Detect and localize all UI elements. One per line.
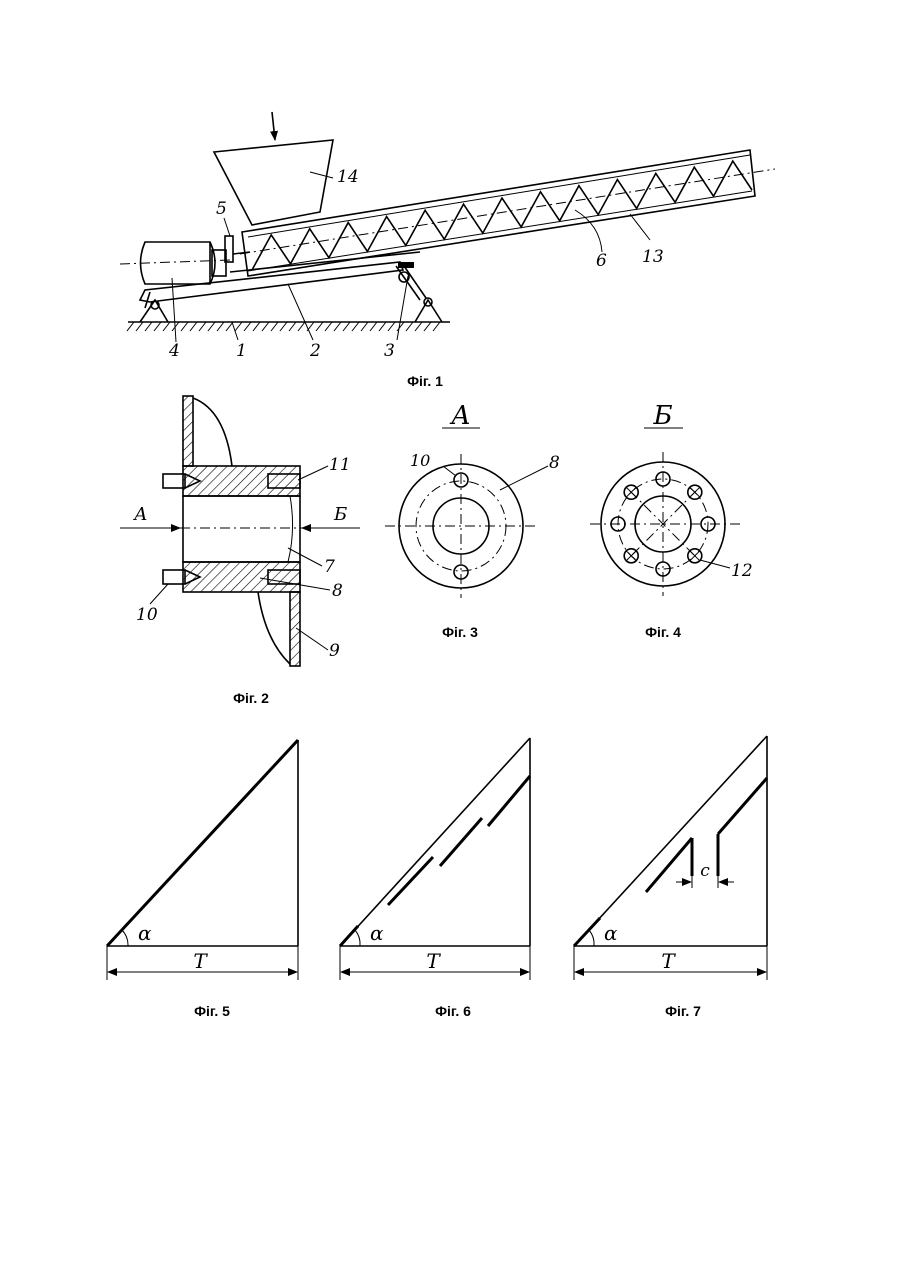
label-8: 8 (332, 581, 343, 601)
figure-3-caption: Фіг. 3 (442, 624, 478, 640)
angle-alpha: α (138, 921, 152, 945)
adjustable-strut (396, 262, 426, 300)
flight-plate-9 (183, 396, 300, 666)
label-8-view: 8 (549, 453, 560, 473)
view-title-a: А (449, 401, 471, 431)
label-9: 9 (329, 641, 340, 661)
figure-7-triangle: c α T Фіг. 7 (574, 736, 767, 1019)
pitch-t: T (426, 949, 441, 973)
label-12: 12 (731, 561, 753, 581)
gap-c: c (700, 861, 710, 881)
label-14: 14 (337, 167, 359, 187)
label-13: 13 (642, 247, 664, 267)
figure-2-section: А Б 11 7 8 9 10 Фіг. 2 (120, 396, 360, 706)
figure-5-caption: Фіг. 5 (194, 1003, 230, 1019)
frame (140, 252, 420, 308)
pitch-t: T (661, 949, 676, 973)
label-2: 2 (309, 341, 321, 361)
pitch-t: T (193, 949, 208, 973)
figure-2-caption: Фіг. 2 (233, 690, 269, 706)
hub-8 (183, 466, 300, 592)
figure-6-caption: Фіг. 6 (435, 1003, 471, 1019)
label-10-view: 10 (410, 451, 430, 470)
electric-motor (120, 242, 230, 284)
loading-hopper (214, 112, 333, 225)
label-1: 1 (236, 341, 247, 361)
stepped-flight-segments (574, 778, 767, 946)
rear-support (415, 298, 442, 322)
label-3: 3 (384, 341, 395, 361)
figure-1-screw-conveyor: 4 1 2 3 5 6 13 14 Фіг. 1 (120, 112, 775, 389)
figure-4-view-b: Б 12 Фіг. 4 (590, 401, 753, 640)
angle-alpha: α (604, 921, 618, 945)
figure-4-caption: Фіг. 4 (645, 624, 681, 640)
label-10: 10 (136, 605, 158, 625)
label-5: 5 (216, 199, 227, 219)
figure-5-triangle: α T Фіг. 5 (107, 740, 298, 1019)
figure-7-caption: Фіг. 7 (665, 1003, 701, 1019)
fig1-leaders (172, 172, 650, 342)
section-label-b: Б (333, 504, 347, 525)
label-6: 6 (596, 251, 607, 271)
label-4: 4 (168, 341, 180, 361)
label-7: 7 (324, 557, 335, 577)
figure-6-triangle: α T Фіг. 6 (340, 738, 530, 1019)
angle-alpha: α (370, 921, 384, 945)
view-title-b: Б (652, 401, 672, 431)
figure-3-view-a: А 10 8 Фіг. 3 (385, 401, 560, 640)
front-support (140, 300, 168, 322)
interrupted-flight-segments (340, 776, 530, 946)
label-11: 11 (329, 455, 351, 475)
section-label-a: А (132, 504, 148, 525)
figure-1-caption: Фіг. 1 (407, 373, 443, 389)
